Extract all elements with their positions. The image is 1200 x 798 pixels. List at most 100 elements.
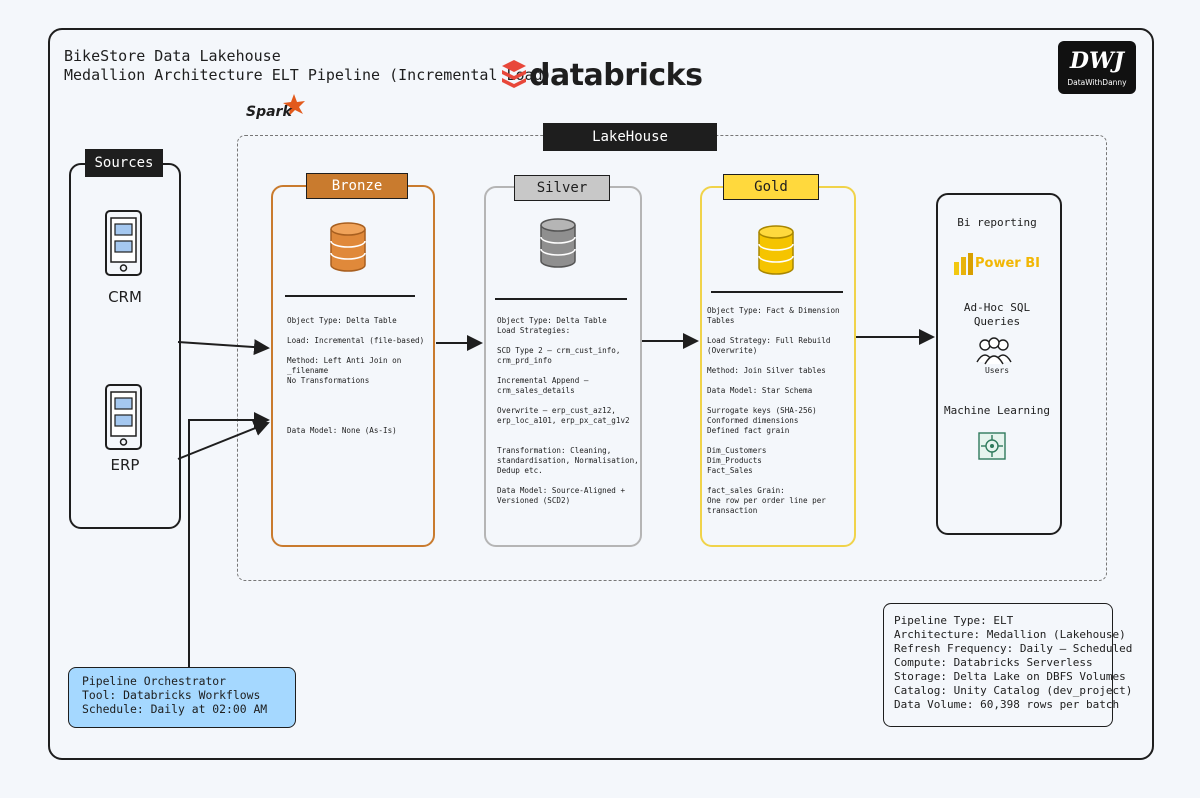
bronze-database-icon	[330, 222, 366, 272]
machine-learning-icon	[978, 432, 1006, 460]
pipeline-info-line: Data Volume: 60,398 rows per batch	[894, 698, 1120, 711]
silver-divider	[495, 298, 627, 300]
gold-detail-line: One row per order line per	[707, 496, 826, 505]
sources-label: Sources	[85, 149, 163, 177]
silver-detail-line: Versioned (SCD2)	[497, 496, 571, 505]
databricks-logo-text: databricks	[529, 58, 703, 93]
spark-star-icon	[283, 94, 305, 116]
silver-detail-line: crm_sales_details	[497, 386, 575, 395]
gold-detail-line: Load Strategy: Full Rebuild	[707, 336, 831, 345]
bronze-detail-line: Data Model: None (As-Is)	[287, 426, 397, 435]
lakehouse-label: LakeHouse	[543, 123, 717, 151]
diagram-title: BikeStore Data Lakehouse Medallion Archi…	[64, 47, 552, 85]
gold-detail-line: Object Type: Fact & Dimension	[707, 306, 840, 315]
silver-detail-line: standardisation, Normalisation,	[497, 456, 639, 465]
orchestrator-line: Tool: Databricks Workflows	[82, 688, 261, 702]
bi-reporting-title: Bi reporting	[957, 216, 1037, 229]
gold-detail-line: Method: Join Silver tables	[707, 366, 826, 375]
bronze-detail-line	[287, 416, 424, 426]
gold-detail-line	[707, 396, 840, 406]
pipeline-info-line: Catalog: Unity Catalog (dev_project)	[894, 684, 1133, 697]
silver-detail-line: Transformation: Cleaning,	[497, 446, 612, 455]
silver-detail-line	[497, 476, 639, 486]
bronze-detail-line	[287, 386, 424, 396]
silver-detail-line	[497, 396, 639, 406]
bronze-details: Object Type: Delta Table Load: Increment…	[287, 316, 424, 436]
gold-detail-line	[707, 376, 840, 386]
spark-logo-text: Spark	[246, 104, 292, 120]
power-bi-label: Power BI	[975, 256, 1040, 271]
gold-detail-line: Dim_Customers	[707, 446, 767, 455]
silver-detail-line	[497, 366, 639, 376]
bronze-detail-line	[287, 346, 424, 356]
gold-detail-line: Conformed dimensions	[707, 416, 799, 425]
arrow-orchestrator-bronze	[188, 412, 270, 667]
users-label: Users	[984, 366, 1010, 375]
adhoc-sql-label: Ad-Hoc SQL Queries	[963, 301, 1031, 328]
silver-detail-line: erp_loc_a101, erp_px_cat_g1v2	[497, 416, 630, 425]
gold-detail-line: Data Model: Star Schema	[707, 386, 813, 395]
bronze-detail-line	[287, 396, 424, 406]
orchestrator-line: Pipeline Orchestrator	[82, 674, 227, 688]
silver-detail-line: Load Strategies:	[497, 326, 571, 335]
gold-detail-line: transaction	[707, 506, 758, 515]
pipeline-orchestrator-box	[68, 667, 296, 728]
gold-detail-line	[707, 476, 840, 486]
databricks-icon	[502, 60, 526, 88]
silver-detail-line	[497, 436, 639, 446]
gold-divider	[711, 291, 843, 293]
arrow-erp-bronze	[177, 420, 270, 460]
gold-detail-line: Dim_Products	[707, 456, 762, 465]
silver-detail-line	[497, 426, 639, 436]
orchestrator-line: Schedule: Daily at 02:00 AM	[82, 702, 268, 716]
pipeline-info-line: Pipeline Type: ELT	[894, 614, 1014, 627]
diagram-frame	[48, 28, 1154, 760]
title-line-2: Medallion Architecture ELT Pipeline (Inc…	[64, 66, 552, 84]
bronze-detail-line: _filename	[287, 366, 329, 375]
dwd-name: DataWithDanny	[1067, 78, 1127, 87]
gold-database-icon	[758, 225, 794, 275]
bronze-detail-line: Method: Left Anti Join on	[287, 356, 402, 365]
bronze-detail-line	[287, 326, 424, 336]
silver-database-icon	[540, 218, 576, 268]
machine-learning-label: Machine Learning	[944, 404, 1050, 417]
dwd-mark: DWJ	[1069, 48, 1125, 74]
silver-detail-line: Dedup etc.	[497, 466, 543, 475]
pipeline-info-line: Refresh Frequency: Daily — Scheduled	[894, 642, 1133, 655]
pipeline-info-line: Compute: Databricks Serverless	[894, 656, 1093, 669]
gold-detail-line: Defined fact grain	[707, 426, 790, 435]
silver-detail-line: crm_prd_info	[497, 356, 552, 365]
gold-detail-line: Tables	[707, 316, 735, 325]
pipeline-info-line: Storage: Delta Lake on DBFS Volumes	[894, 670, 1126, 683]
silver-detail-line: Incremental Append —	[497, 376, 589, 385]
crm-label: CRM	[108, 288, 142, 306]
bronze-label: Bronze	[306, 173, 408, 199]
silver-detail-line	[497, 336, 639, 346]
erp-device-icon	[105, 384, 142, 450]
consumption-panel	[936, 193, 1062, 535]
gold-detail-line: Surrogate keys (SHA-256)	[707, 406, 817, 415]
power-bi-icon	[954, 253, 973, 275]
silver-detail-line: Overwrite — erp_cust_az12,	[497, 406, 616, 415]
gold-detail-line	[707, 436, 840, 446]
arrow-crm-bronze	[177, 339, 270, 356]
silver-detail-line: Object Type: Delta Table	[497, 316, 607, 325]
users-icon	[976, 337, 1012, 365]
gold-detail-line: Fact_Sales	[707, 466, 753, 475]
datawithdanny-logo: DWJ DataWithDanny	[1058, 41, 1136, 94]
gold-detail-line	[707, 326, 840, 336]
title-line-1: BikeStore Data Lakehouse	[64, 47, 281, 65]
silver-label: Silver	[514, 175, 610, 201]
bronze-detail-line: Object Type: Delta Table	[287, 316, 397, 325]
gold-label: Gold	[723, 174, 819, 200]
silver-detail-line: Data Model: Source-Aligned +	[497, 486, 626, 495]
bronze-detail-line	[287, 406, 424, 416]
gold-detail-line: (Overwrite)	[707, 346, 758, 355]
silver-detail-line: SCD Type 2 — crm_cust_info,	[497, 346, 621, 355]
bronze-detail-line: Load: Incremental (file-based)	[287, 336, 425, 345]
